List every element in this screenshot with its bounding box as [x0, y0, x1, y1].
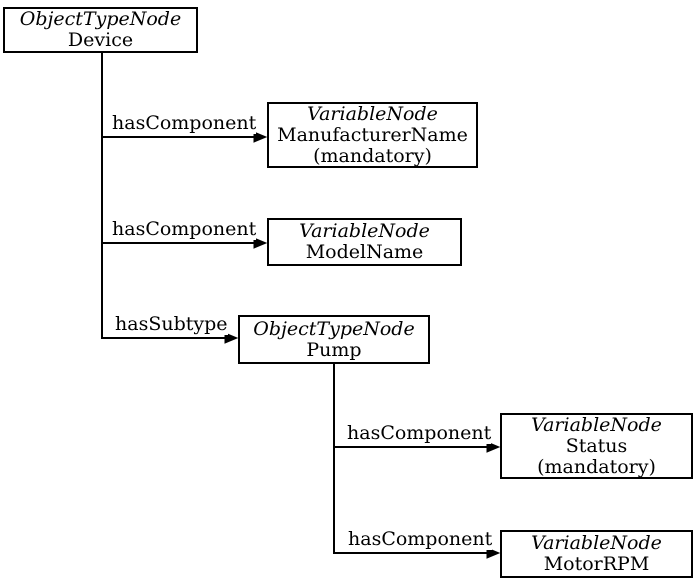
node-name-label: MotorRPM	[543, 553, 650, 575]
arrowhead-device-model-name-icon	[253, 237, 268, 249]
arrowhead-device-manufacturer-name-icon	[253, 131, 268, 143]
node-type-label: ObjectTypeNode	[253, 317, 415, 340]
arrowhead-pump-status-icon	[486, 441, 501, 453]
node-pump: ObjectTypeNode Pump	[238, 315, 430, 364]
edge-label-has-subtype: hasSubtype	[115, 313, 228, 335]
node-status: VariableNode Status (mandatory)	[500, 413, 693, 479]
edge-label-has-component: hasComponent	[112, 218, 257, 240]
node-type-label: VariableNode	[299, 220, 430, 242]
node-name-label: ModelName	[305, 241, 424, 263]
edge-label-has-component: hasComponent	[347, 422, 492, 444]
node-name-label: Pump	[306, 338, 362, 361]
node-annotation-label: (mandatory)	[313, 144, 432, 167]
edge-label-has-component: hasComponent	[112, 112, 257, 134]
node-name-label: Device	[67, 29, 134, 51]
node-annotation-label: (mandatory)	[537, 455, 656, 478]
node-model-name: VariableNode ModelName	[267, 218, 462, 266]
node-motor-rpm: VariableNode MotorRPM	[500, 530, 693, 578]
node-type-label: ObjectTypeNode	[19, 8, 182, 30]
node-type-label: VariableNode	[531, 413, 662, 436]
node-name-label: Status	[565, 434, 628, 457]
node-device: ObjectTypeNode Device	[3, 7, 198, 53]
node-type-label: VariableNode	[531, 532, 662, 554]
arrowhead-pump-motor-rpm-icon	[486, 547, 501, 559]
arrowhead-device-pump-icon	[224, 332, 239, 344]
node-manufacturer-name: VariableNode ManufacturerName (mandatory…	[267, 102, 478, 168]
edge-label-has-component: hasComponent	[348, 528, 493, 550]
node-name-label: ManufacturerName	[277, 123, 468, 146]
node-type-label: VariableNode	[307, 102, 438, 125]
